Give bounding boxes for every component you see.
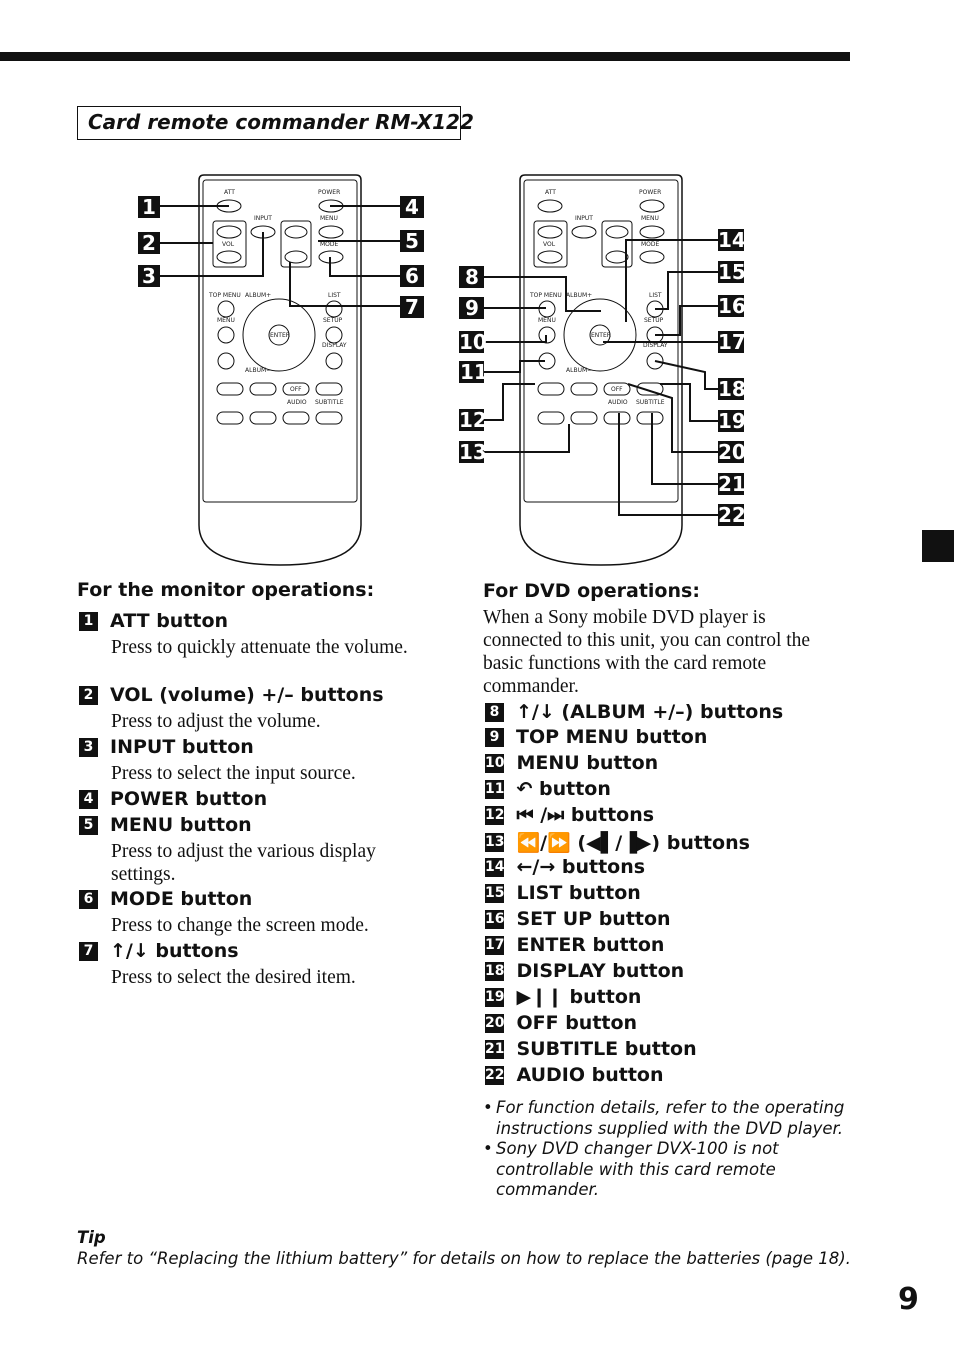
svg-text:14: 14 (718, 228, 746, 252)
svg-text:SETUP: SETUP (323, 317, 343, 324)
callouts-left: 1 2 3 4 5 6 7 (138, 195, 424, 319)
remote-left: ATT POWER INPUT MENU VOL MODE TOP MENU A… (198, 174, 362, 566)
svg-text:4: 4 (405, 195, 419, 219)
svg-text:18: 18 (718, 377, 746, 401)
svg-text:7: 7 (405, 295, 419, 319)
monitor-heading: For the monitor operations: (77, 579, 375, 601)
svg-text:AUDIO: AUDIO (287, 399, 307, 406)
tip: Tip Refer to “Replacing the lithium batt… (77, 1228, 857, 1269)
svg-text:DISPLAY: DISPLAY (322, 342, 347, 349)
top-rule (0, 52, 850, 61)
svg-text:15: 15 (718, 260, 746, 284)
note-item: •For function details, refer to the oper… (483, 1098, 845, 1138)
svg-text:MENU: MENU (320, 215, 338, 222)
dvd-item: 11↶ button (485, 778, 611, 800)
svg-text:ENTER: ENTER (270, 332, 290, 339)
svg-text:LIST: LIST (649, 292, 662, 299)
svg-text:VOL: VOL (543, 241, 556, 248)
svg-text:MENU: MENU (641, 215, 659, 222)
svg-text:20: 20 (718, 440, 746, 464)
svg-text:MENU: MENU (538, 317, 556, 324)
dvd-item: 14←/→ buttons (485, 856, 646, 878)
svg-text:16: 16 (718, 294, 746, 318)
svg-text:13: 13 (459, 440, 487, 464)
svg-text:AUDIO: AUDIO (608, 399, 628, 406)
svg-text:MENU: MENU (217, 317, 235, 324)
svg-text:DISPLAY: DISPLAY (643, 342, 668, 349)
leader-lines-right (484, 239, 718, 516)
page-number: 9 (898, 1282, 919, 1317)
svg-text:19: 19 (718, 409, 746, 433)
svg-text:17: 17 (718, 330, 746, 354)
dvd-item: 8↑/↓ (ALBUM +/–) buttons (485, 701, 783, 723)
remote-right: ATT POWER INPUT MENU VOL MODE TOP MENU A… (519, 174, 683, 566)
dvd-intro: When a Sony mobile DVD player is connect… (483, 607, 811, 697)
svg-text:ALBUM−: ALBUM− (566, 367, 592, 374)
svg-text:POWER: POWER (639, 189, 661, 196)
svg-text:9: 9 (465, 296, 479, 320)
svg-text:OFF: OFF (290, 386, 302, 393)
svg-text:11: 11 (460, 360, 488, 384)
svg-text:INPUT: INPUT (254, 215, 272, 222)
svg-text:ALBUM−: ALBUM− (245, 367, 271, 374)
svg-text:TOP MENU: TOP MENU (208, 292, 241, 299)
svg-text:MODE: MODE (320, 241, 339, 248)
svg-text:ENTER: ENTER (591, 332, 611, 339)
dvd-heading: For DVD operations: (483, 580, 700, 602)
svg-text:INPUT: INPUT (575, 215, 593, 222)
svg-text:OFF: OFF (611, 386, 623, 393)
svg-text:ALBUM+: ALBUM+ (245, 292, 271, 299)
svg-text:MODE: MODE (641, 241, 660, 248)
svg-text:8: 8 (465, 265, 479, 289)
svg-text:SUBTITLE: SUBTITLE (636, 399, 665, 406)
svg-text:6: 6 (405, 264, 419, 288)
svg-text:LIST: LIST (328, 292, 341, 299)
section-tab (922, 530, 954, 562)
svg-text:21: 21 (718, 472, 746, 496)
svg-text:ALBUM+: ALBUM+ (566, 292, 592, 299)
svg-text:2: 2 (142, 231, 156, 255)
svg-text:12: 12 (459, 408, 487, 432)
tip-text: Refer to “Replacing the lithium battery”… (77, 1248, 851, 1268)
callouts-right: 8 9 10 11 12 13 14 15 16 17 18 19 20 21 … (459, 228, 746, 527)
svg-text:22: 22 (718, 503, 746, 527)
svg-text:SUBTITLE: SUBTITLE (315, 399, 344, 406)
svg-text:POWER: POWER (318, 189, 340, 196)
dvd-item: 19▶❙❙ button (485, 986, 642, 1008)
dvd-item: 12⏮ /⏭ buttons (485, 804, 655, 826)
svg-text:3: 3 (142, 264, 156, 288)
svg-text:5: 5 (405, 229, 419, 253)
dvd-notes: •For function details, refer to the oper… (483, 1098, 853, 1201)
svg-text:TOP MENU: TOP MENU (529, 292, 562, 299)
note-item: •Sony DVD changer DVX-100 is not control… (483, 1139, 779, 1199)
tip-heading: Tip (77, 1228, 106, 1247)
svg-text:10: 10 (459, 330, 487, 354)
remote-diagram: ATT POWER INPUT MENU VOL MODE TOP MENU A… (138, 174, 746, 566)
svg-text:ATT: ATT (545, 189, 556, 196)
svg-text:1: 1 (142, 195, 156, 219)
svg-text:VOL: VOL (222, 241, 235, 248)
monitor-item: 7↑/↓ buttons Press to select the desired… (79, 940, 356, 989)
svg-text:ATT: ATT (224, 189, 235, 196)
dvd-item: 13⏪/⏩ (◀▌/▐▶) buttons (485, 832, 750, 854)
svg-text:SETUP: SETUP (644, 317, 664, 324)
page-title: Card remote commander RM-X122 (77, 106, 474, 140)
